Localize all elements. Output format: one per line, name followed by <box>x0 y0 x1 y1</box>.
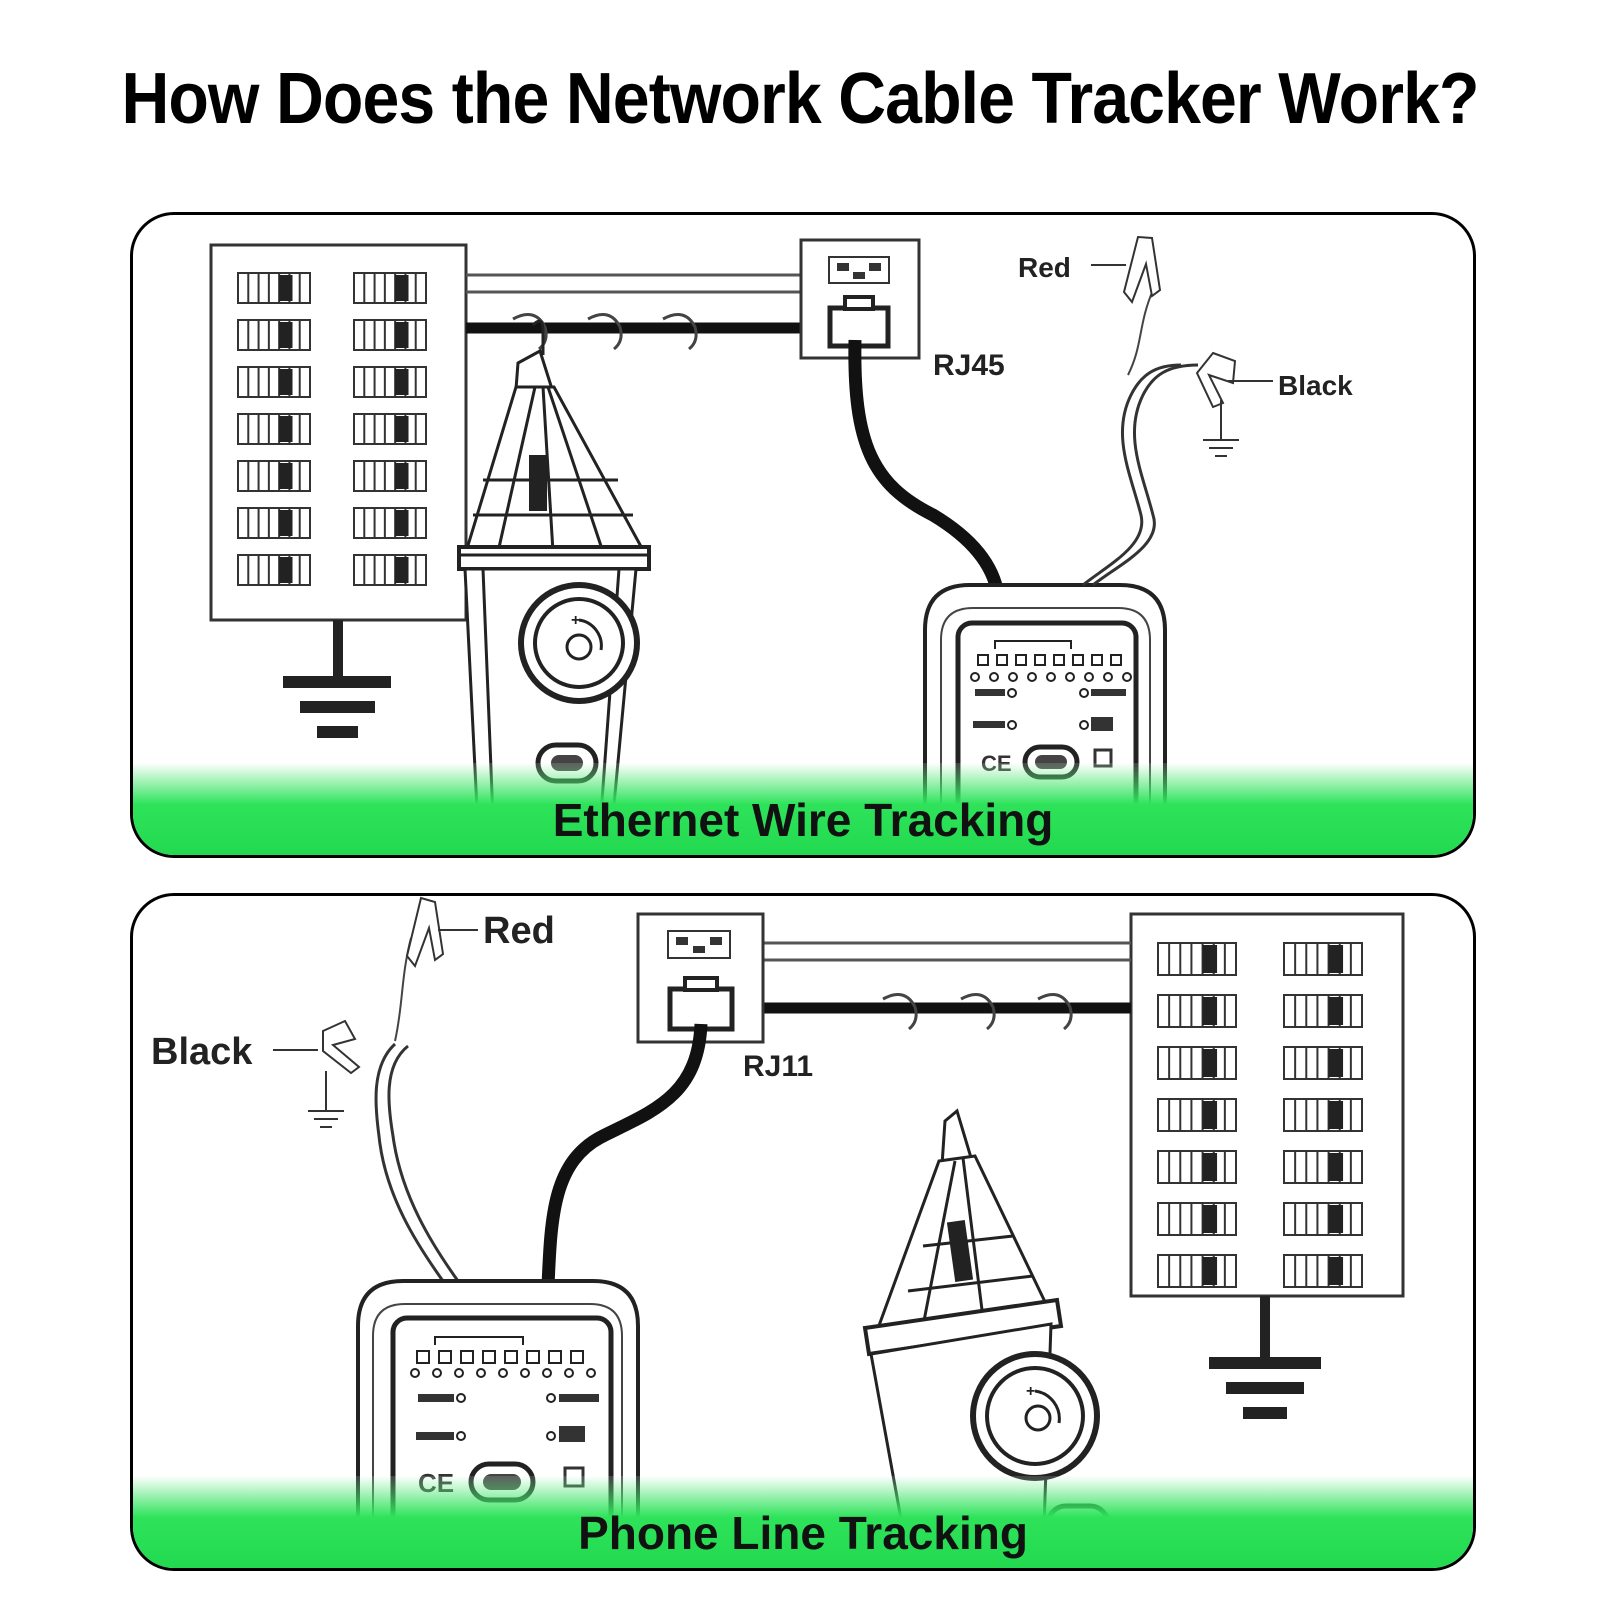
led-indicator <box>1122 672 1132 682</box>
port-block <box>353 460 427 492</box>
alligator-clip-icon <box>1195 351 1273 457</box>
pin-marker <box>548 1350 562 1364</box>
caption-band <box>133 763 1473 855</box>
port-block <box>1157 1254 1237 1288</box>
led-indicator <box>586 1368 596 1378</box>
wall-jack-icon <box>799 238 921 360</box>
port-block <box>237 554 311 586</box>
phone-line-diagram: RJ11 Red Black <box>151 896 1405 1568</box>
port-block <box>1157 1202 1237 1236</box>
panel-caption: Phone Line Tracking <box>578 1507 1028 1559</box>
svg-text:+: + <box>571 612 580 629</box>
led-indicator <box>1046 672 1056 682</box>
port-block <box>1283 1046 1363 1080</box>
port-block <box>1157 1046 1237 1080</box>
led-indicator <box>410 1368 420 1378</box>
svg-text:+: + <box>1026 1383 1035 1400</box>
port-block <box>1283 1254 1363 1288</box>
port-block <box>1157 1150 1237 1184</box>
port-block <box>1283 942 1363 976</box>
port-block <box>1283 994 1363 1028</box>
port-block <box>237 460 311 492</box>
pin-marker <box>1072 654 1084 666</box>
ethernet-diagram: RJ45 + <box>209 235 1353 855</box>
pin-marker <box>1110 654 1122 666</box>
led-indicator <box>520 1368 530 1378</box>
pin-bracket <box>434 1336 524 1345</box>
connector-label: RJ45 <box>933 349 1005 382</box>
pin-marker <box>526 1350 540 1364</box>
port-block <box>1283 1098 1363 1132</box>
pin-marker <box>460 1350 474 1364</box>
pin-marker <box>1034 654 1046 666</box>
ground-symbol-icon <box>1209 1296 1321 1419</box>
pin-bracket <box>994 640 1072 649</box>
pin-marker <box>482 1350 496 1364</box>
wall-jack-icon <box>636 912 765 1044</box>
led-indicator <box>1008 672 1018 682</box>
pin-marker <box>504 1350 518 1364</box>
pin-marker <box>570 1350 584 1364</box>
port-block <box>353 507 427 539</box>
led-indicator <box>476 1368 486 1378</box>
led-indicator <box>989 672 999 682</box>
pin-marker <box>996 654 1008 666</box>
clip-red-label: Red <box>483 910 555 952</box>
led-indicator <box>454 1368 464 1378</box>
led-indicator <box>970 672 980 682</box>
clip-red-label: Red <box>1018 252 1071 283</box>
port-block <box>353 272 427 304</box>
led-indicator <box>1084 672 1094 682</box>
patch-panel-icon <box>209 243 468 622</box>
connector-label: RJ11 <box>743 1050 813 1083</box>
port-block <box>353 554 427 586</box>
ground-symbol-icon <box>283 620 391 738</box>
port-block <box>1283 1150 1363 1184</box>
led-indicator <box>1065 672 1075 682</box>
pin-marker <box>416 1350 430 1364</box>
pin-marker <box>977 654 989 666</box>
port-block <box>353 366 427 398</box>
port-block <box>237 366 311 398</box>
alligator-clip-icon <box>1091 235 1162 305</box>
led-indicator <box>542 1368 552 1378</box>
port-block <box>237 413 311 445</box>
alligator-clip-icon <box>405 896 478 969</box>
pin-marker <box>1053 654 1065 666</box>
led-indicator <box>1103 672 1113 682</box>
panel-caption: Ethernet Wire Tracking <box>552 794 1054 846</box>
clip-black-label: Black <box>1278 370 1353 401</box>
port-block <box>1283 1202 1363 1236</box>
page-title: How Does the Network Cable Tracker Work? <box>121 59 1479 139</box>
pin-marker <box>438 1350 452 1364</box>
pin-marker <box>1091 654 1103 666</box>
caption-band <box>133 1476 1473 1568</box>
pin-marker <box>1015 654 1027 666</box>
port-block <box>1157 942 1237 976</box>
ethernet-tracking-panel: RJ45 + <box>130 212 1476 858</box>
phone-line-tracking-panel: RJ11 Red Black <box>130 893 1476 1571</box>
patch-panel-icon <box>1129 912 1405 1298</box>
port-block <box>1157 1098 1237 1132</box>
led-indicator <box>1027 672 1037 682</box>
port-block <box>353 413 427 445</box>
port-block <box>1157 994 1237 1028</box>
port-block <box>237 507 311 539</box>
port-block <box>353 319 427 351</box>
clip-black-label: Black <box>151 1031 253 1073</box>
led-indicator <box>432 1368 442 1378</box>
led-indicator <box>498 1368 508 1378</box>
port-block <box>237 319 311 351</box>
alligator-clip-icon <box>273 1019 361 1128</box>
led-indicator <box>564 1368 574 1378</box>
port-block <box>237 272 311 304</box>
